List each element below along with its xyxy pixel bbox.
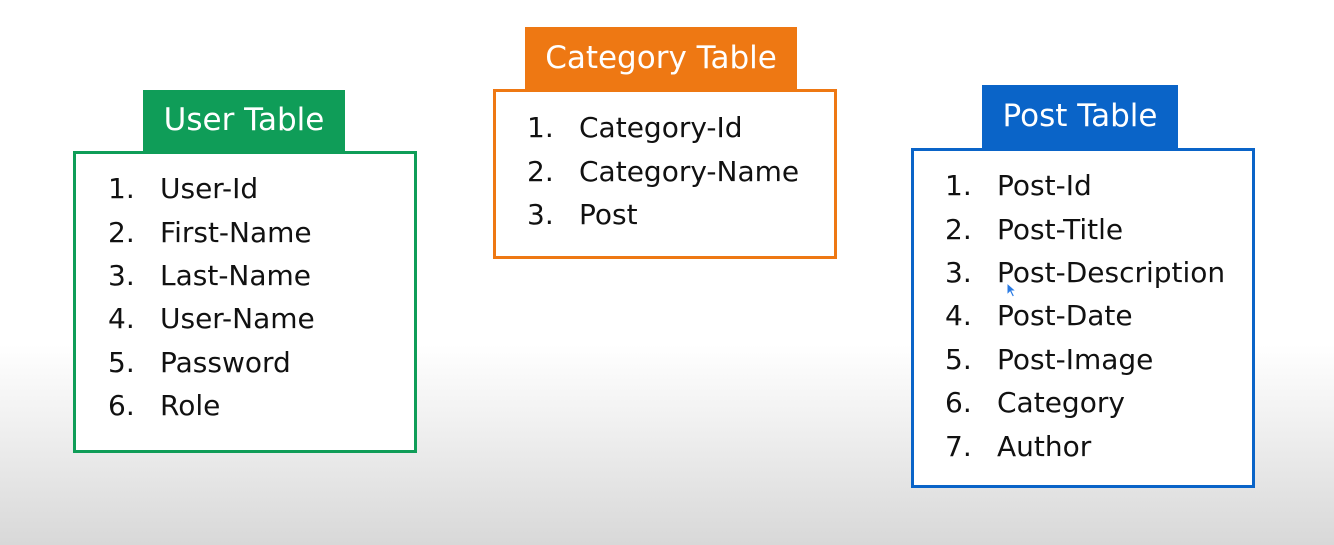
field-number: 4. <box>108 302 135 336</box>
field-number: 3. <box>108 258 135 292</box>
field-name: User-Id <box>160 172 259 206</box>
category-table-field-list: 1. Category-Id 2. Category-Name 3. Post <box>527 106 799 236</box>
user-table-field-list: 1. User-Id 2. First-Name 3. Last-Name 4.… <box>108 167 315 427</box>
field-number: 5. <box>945 342 972 376</box>
post-table-field: 5. Post-Image <box>945 338 1225 381</box>
field-name: Last-Name <box>160 258 312 292</box>
field-name: User-Name <box>160 302 315 336</box>
user-table-field: 3. Last-Name <box>108 254 315 297</box>
user-table-field: 5. Password <box>108 341 315 384</box>
field-name: Category <box>997 386 1125 420</box>
field-number: 6. <box>108 389 135 423</box>
field-number: 6. <box>945 386 972 420</box>
field-number: 3. <box>527 197 554 231</box>
post-table-field: 4. Post-Date <box>945 294 1225 337</box>
field-name: First-Name <box>160 215 312 249</box>
post-table-header: Post Table <box>982 85 1178 148</box>
field-name: Category-Id <box>579 111 743 145</box>
field-name: Post-Title <box>997 212 1124 246</box>
field-number: 2. <box>108 215 135 249</box>
post-table-title: Post Table <box>1002 98 1158 134</box>
post-table-field: 2. Post-Title <box>945 207 1225 250</box>
field-name: Post-Id <box>997 169 1092 203</box>
category-table-field: 3. Post <box>527 193 799 236</box>
field-number: 2. <box>945 212 972 246</box>
field-name: Post <box>579 197 638 231</box>
field-name: Post-Date <box>997 299 1133 333</box>
field-number: 4. <box>945 299 972 333</box>
field-number: 1. <box>527 111 554 145</box>
user-table-field: 6. Role <box>108 384 315 427</box>
category-table-header: Category Table <box>525 27 797 89</box>
field-name: Author <box>997 429 1092 463</box>
post-table-box <box>911 148 1255 488</box>
post-table-field: 3. Post-Description <box>945 251 1225 294</box>
user-table-title: User Table <box>163 102 325 138</box>
field-number: 5. <box>108 345 135 379</box>
category-table-field: 1. Category-Id <box>527 106 799 149</box>
user-table-field: 4. User-Name <box>108 297 315 340</box>
mouse-pointer-icon <box>1006 282 1018 298</box>
category-table-box <box>493 89 837 259</box>
field-number: 7. <box>945 429 972 463</box>
field-name: Role <box>160 389 221 423</box>
field-number: 3. <box>945 255 972 289</box>
category-table-title: Category Table <box>545 39 777 76</box>
user-table-box <box>73 151 417 453</box>
field-name: Password <box>160 345 291 379</box>
field-name: Post-Description <box>997 255 1226 289</box>
category-table-field: 2. Category-Name <box>527 149 799 192</box>
field-name: Category-Name <box>579 154 800 188</box>
user-table-field: 2. First-Name <box>108 210 315 253</box>
post-table-field: 7. Author <box>945 424 1225 467</box>
field-name: Post-Image <box>997 342 1154 376</box>
user-table-header: User Table <box>143 90 345 151</box>
post-table-field: 1. Post-Id <box>945 164 1225 207</box>
field-number: 2. <box>527 154 554 188</box>
post-table-field: 6. Category <box>945 381 1225 424</box>
field-number: 1. <box>945 169 972 203</box>
user-table-field: 1. User-Id <box>108 167 315 210</box>
field-number: 1. <box>108 172 135 206</box>
post-table-field-list: 1. Post-Id 2. Post-Title 3. Post-Descrip… <box>945 164 1225 468</box>
